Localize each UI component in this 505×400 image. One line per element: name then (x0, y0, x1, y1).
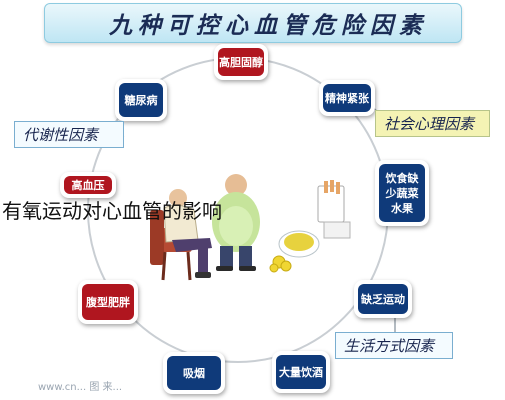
tag-label: 代谢性因素 (23, 126, 99, 144)
node-label: 吸烟 (183, 366, 205, 380)
node-label: 缺乏运动 (361, 292, 405, 306)
tag-psychosocial-factors: 社会心理因素 (375, 110, 490, 137)
node-smoking: 吸烟 (163, 352, 225, 394)
title-banner: 九种可控心血管危险因素 (44, 3, 462, 43)
node-diabetes: 糖尿病 (115, 79, 167, 121)
tag-metabolic-factors: 代谢性因素 (14, 121, 124, 148)
diagram-title: 九种可控心血管危险因素 (109, 12, 428, 39)
node-diet-lacking-vegetables-fruit: 饮食缺 少蔬菜 水果 (375, 160, 429, 226)
illustration (150, 174, 351, 281)
node-abdominal-obesity: 腹型肥胖 (78, 280, 138, 324)
node-label: 精神紧张 (325, 91, 369, 105)
tag-label: 社会心理因素 (384, 115, 475, 133)
node-label-line: 饮食缺 (385, 171, 419, 185)
node-heavy-drinking: 大量饮酒 (272, 351, 330, 393)
node-hypertension: 高血压 (60, 172, 116, 198)
tag-label: 生活方式因素 (344, 337, 435, 355)
node-lack-of-exercise: 缺乏运动 (354, 280, 412, 318)
watermark: www.cn... 图 来... (38, 382, 123, 393)
node-label-line: 水果 (391, 201, 413, 215)
node-label: 腹型肥胖 (86, 295, 130, 309)
node-label: 大量饮酒 (279, 365, 323, 379)
node-label: 高胆固醇 (219, 55, 263, 69)
node-label: 高血压 (71, 178, 105, 192)
node-mental-stress: 精神紧张 (319, 80, 375, 116)
node-label: 糖尿病 (124, 93, 158, 107)
node-high-cholesterol: 高胆固醇 (214, 44, 268, 80)
tag-lifestyle-factors: 生活方式因素 (335, 332, 453, 359)
node-label-line: 少蔬菜 (385, 186, 419, 200)
caption-overlay: 有氧运动对心血管的影响 (2, 199, 222, 223)
